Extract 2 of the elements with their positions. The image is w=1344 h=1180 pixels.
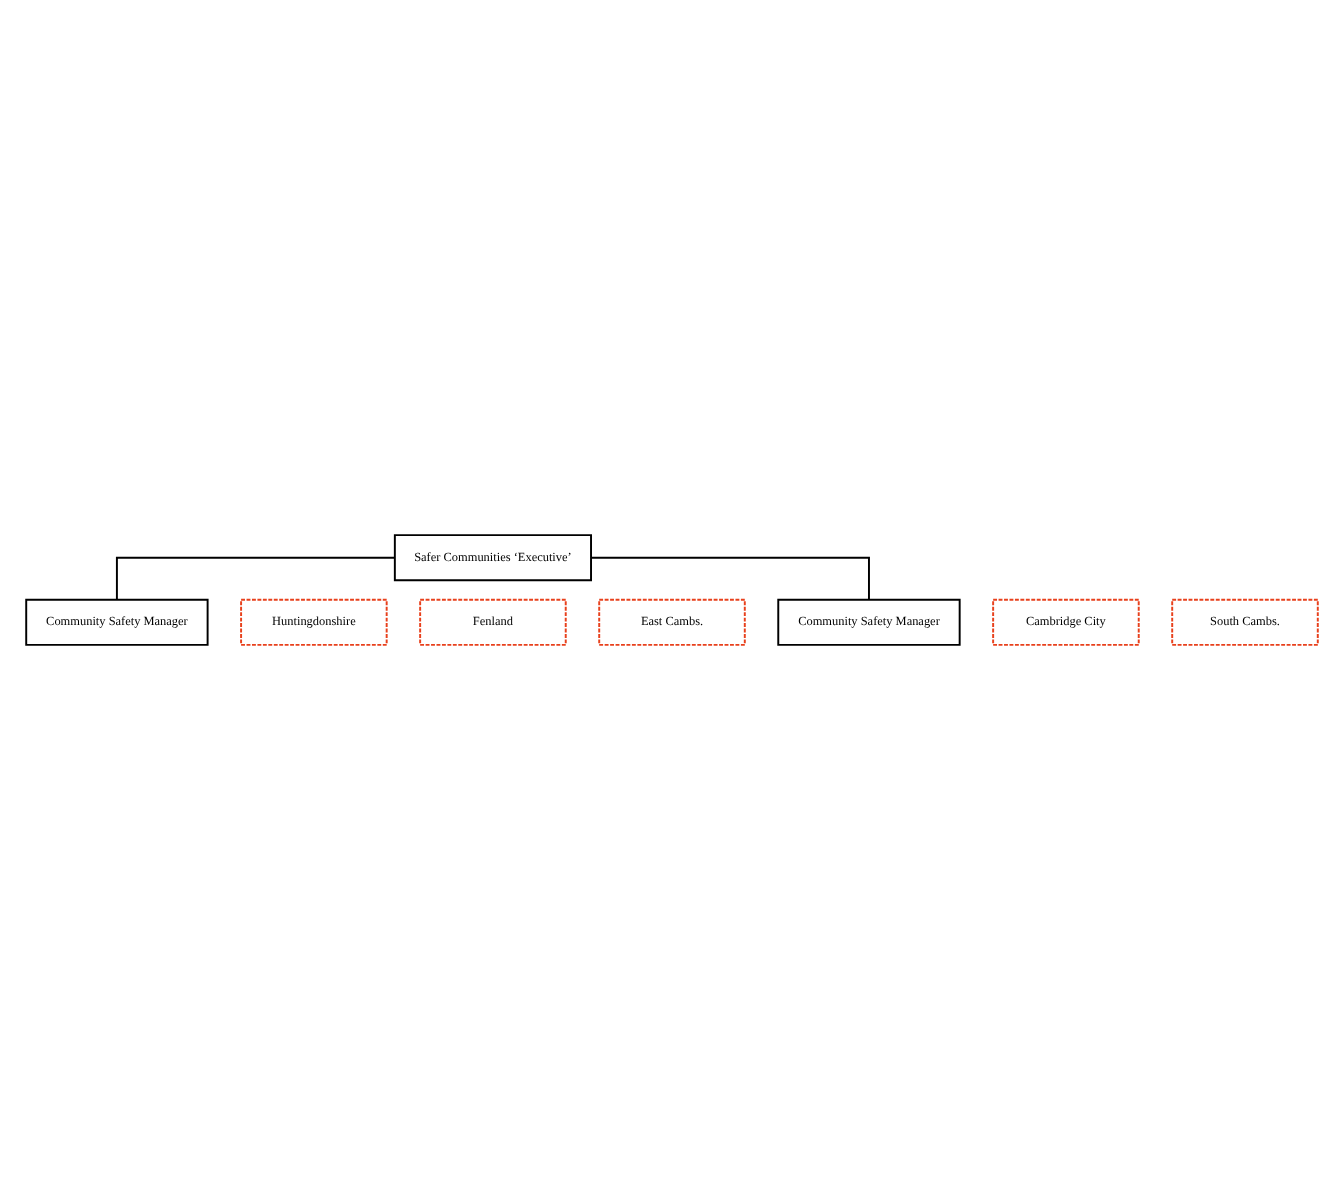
- connector: [590, 556, 870, 601]
- connector: [115, 556, 396, 601]
